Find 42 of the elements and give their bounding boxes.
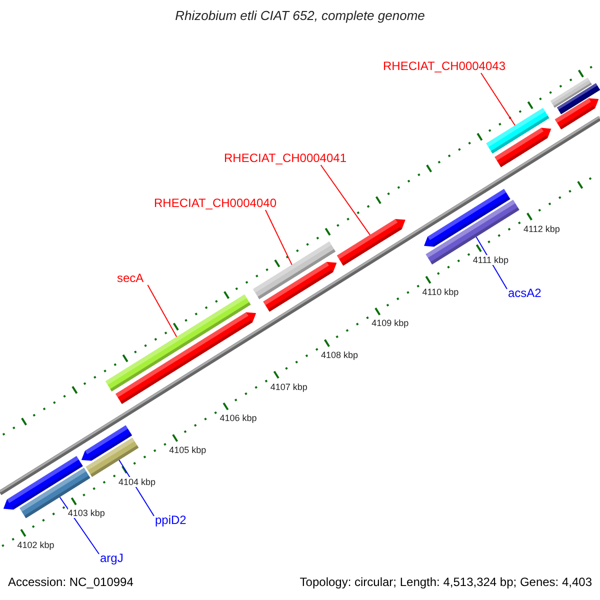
pointed-gene-bar: [263, 262, 337, 312]
scale-label: 4111 kbp: [472, 255, 509, 266]
pointed-gene-bar: [336, 219, 406, 266]
scale-label: 4107 kbp: [270, 382, 308, 392]
pointed-gene-bar: [81, 425, 132, 461]
gene-bar: [556, 83, 600, 114]
gene-label: secA: [117, 271, 144, 285]
gene-label: acsA2: [508, 286, 542, 300]
gene-bar: [426, 200, 520, 264]
gene-bar: [486, 108, 550, 154]
scale-label: 4104 kbp: [118, 476, 156, 487]
genome-info-text: Topology: circular; Length: 4,513,324 bp; Genes: 4,403: [300, 575, 592, 589]
leader-line: [480, 72, 516, 126]
gene-bar: [252, 241, 336, 300]
leader-line: [265, 210, 292, 266]
gene-label: RHECIAT_CH0004043: [383, 59, 506, 73]
leader-line: [320, 164, 370, 236]
pointed-gene-bar: [494, 128, 552, 168]
leader-line: [147, 284, 178, 338]
gene-label: argJ: [100, 551, 124, 565]
scale-label: 4105 kbp: [169, 445, 206, 455]
gene-label: RHECIAT_CH0004041: [224, 151, 347, 165]
pointed-gene-bar: [554, 98, 599, 130]
pointed-gene-bar: [116, 312, 256, 404]
scale-label: 4110 kbp: [422, 286, 459, 297]
scale-label: 4108 kbp: [320, 350, 358, 360]
pointed-gene-bar: [424, 188, 510, 247]
gene-bar: [550, 78, 592, 108]
accession-text: Accession: NC_010994: [8, 575, 134, 589]
scale-label: 4106 kbp: [220, 413, 257, 424]
gene-bar: [20, 468, 90, 518]
scale-label: 4103 kbp: [68, 508, 105, 518]
scale-label: 4102 kbp: [17, 540, 54, 550]
scale-label: 4109 kbp: [372, 318, 409, 328]
pointed-gene-bar: [3, 456, 83, 510]
leader-line: [59, 496, 100, 554]
gene-label: RHECIAT_CH0004040: [154, 196, 277, 210]
gene-bar: [86, 438, 139, 477]
title: Rhizobium etli CIAT 652, complete genome: [174, 9, 426, 23]
scale-label: 4112 kbp: [523, 224, 560, 234]
gene-label: ppiD2: [155, 513, 186, 527]
gene-bar: [105, 294, 251, 392]
